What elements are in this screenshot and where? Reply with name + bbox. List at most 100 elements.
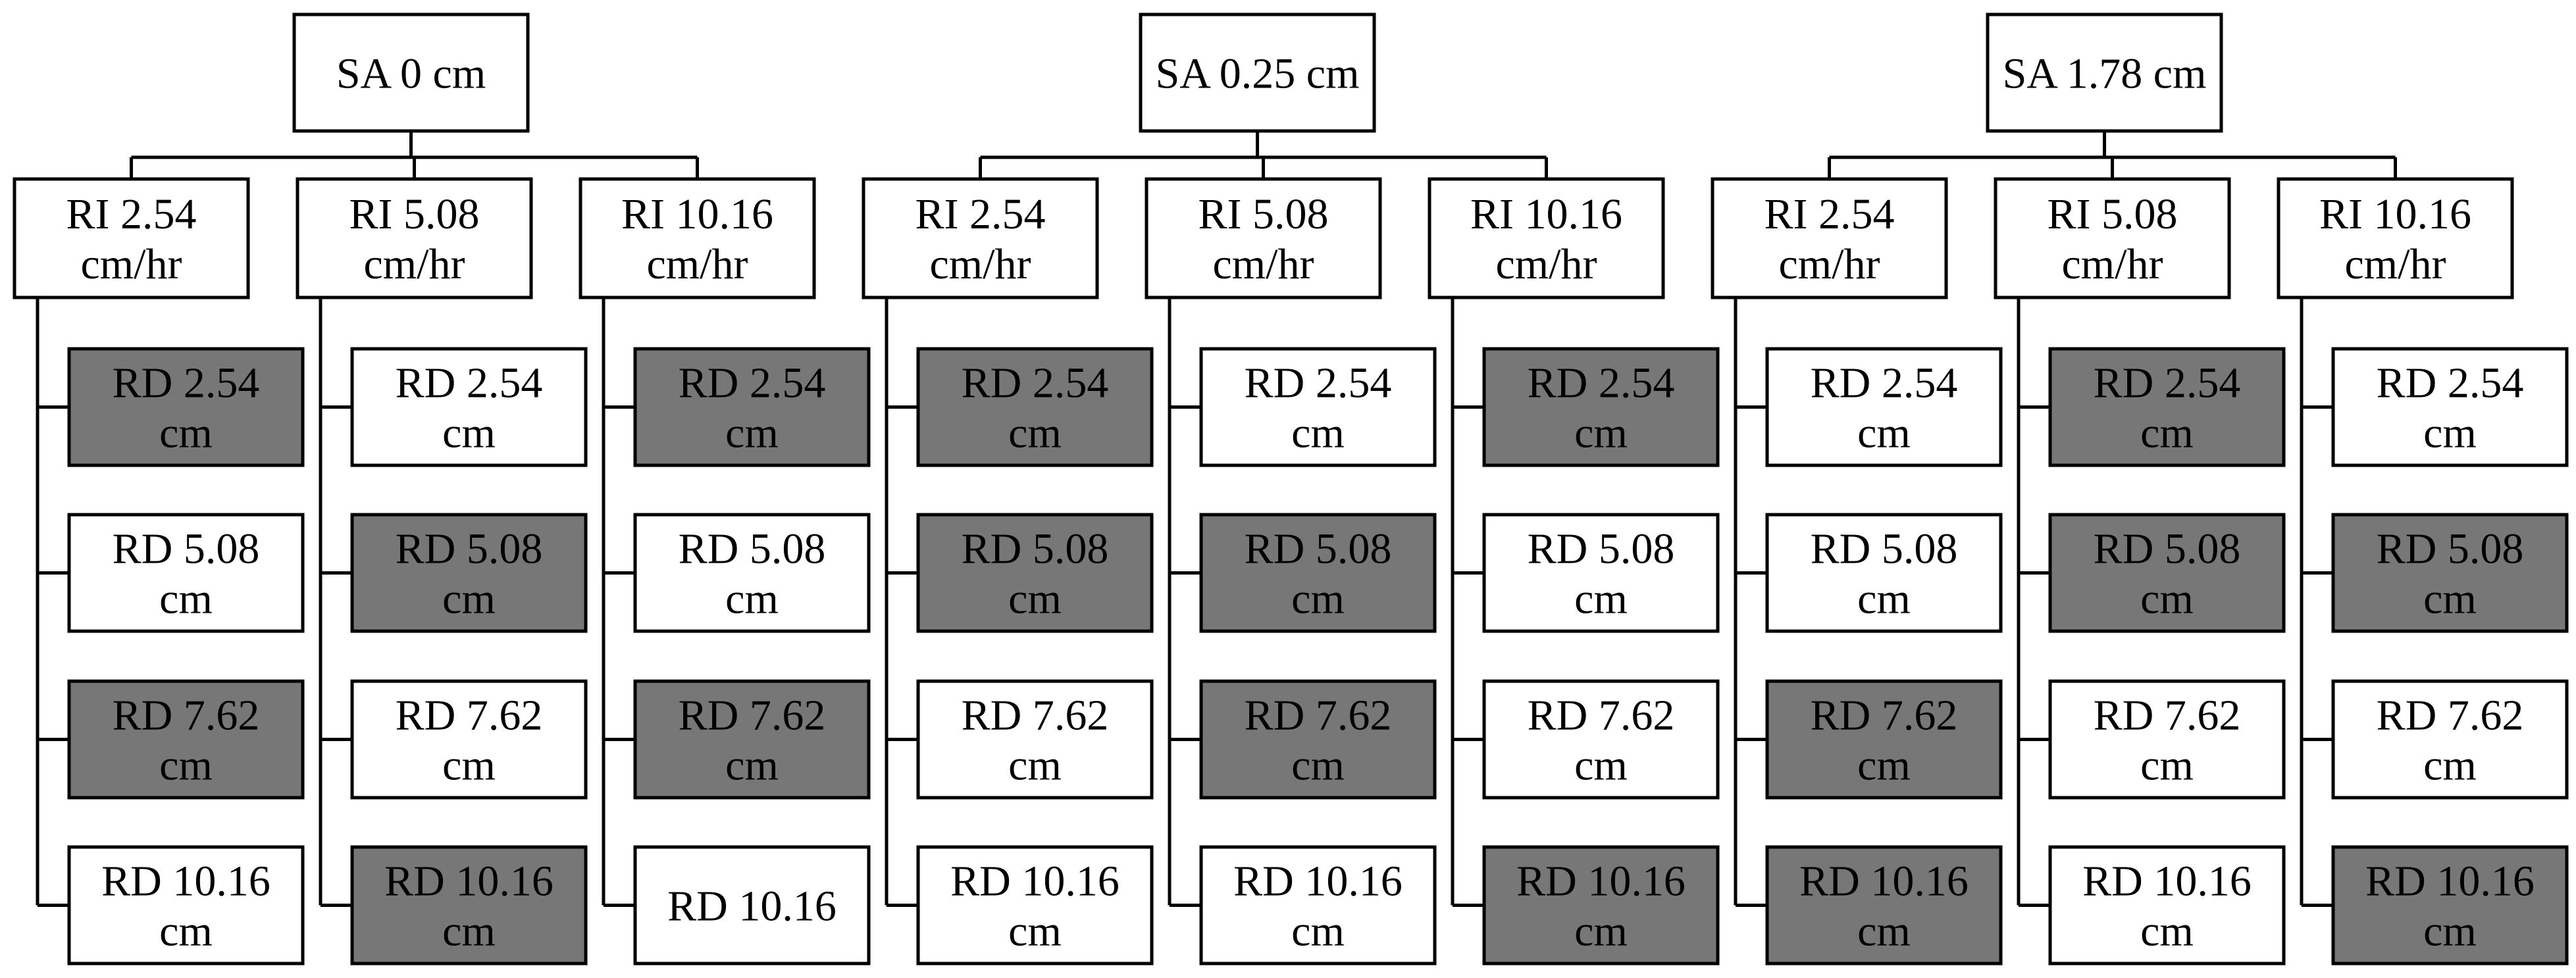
group-2-ri-node-2-rd-node-1-box xyxy=(1199,347,1437,467)
group-3-ri-node-3-label-line: RI 10.16 xyxy=(2319,190,2471,238)
group-2-ri-node-2-label-line: RI 5.08 xyxy=(1198,190,1329,238)
group-2-ri-node-2-rd-node-2-label-line: cm xyxy=(1291,575,1345,623)
group-1-ri-node-3-rd-node-1-box xyxy=(633,347,871,467)
group-3-ri-node-2-box xyxy=(1994,177,2231,299)
group-3-ri-node-2-rd-node-2-label-line: cm xyxy=(2140,575,2194,623)
group-1-ri-node-1-rd-node-3-label-line: cm xyxy=(159,742,213,790)
group-1-ri-node-2-rd-node-2-label-line: cm xyxy=(442,575,496,623)
group-1-ri-node-2-rd-node-3-box xyxy=(350,679,588,800)
group-3-ri-node-1-rd-node-1-box xyxy=(1765,347,2003,467)
group-3-ri-node-1-rd-node-1-label-line: cm xyxy=(1857,409,1911,457)
group-3-sa-node-label-line: SA 1.78 cm xyxy=(2003,50,2207,98)
group-1-sa-node-box xyxy=(292,13,530,133)
group-3-ri-node-1-rd-node-4-label-line: cm xyxy=(1857,908,1911,956)
group-3-ri-node-3-rd-node-3-box xyxy=(2331,679,2569,800)
group-3-ri-node-3-rd-node-4-label-line: cm xyxy=(2423,908,2477,956)
group-1-ri-node-3-label-line: RI 10.16 xyxy=(621,190,773,238)
group-1-ri-node-1-rd-node-1-label-line: RD 2.54 xyxy=(113,359,260,407)
group-3-ri-node-3-label-line: cm/hr xyxy=(2345,240,2446,288)
group-3-ri-node-2-rd-node-4-box xyxy=(2048,845,2286,965)
group-3-ri-node-3-rd-node-1-box xyxy=(2331,347,2569,467)
group-3-ri-node-3-rd-node-2-label-line: RD 5.08 xyxy=(2377,525,2524,573)
group-2-ri-node-1-label-line: cm/hr xyxy=(930,240,1031,288)
group-3-ri-node-3-rd-node-1-label-line: RD 2.54 xyxy=(2377,359,2524,407)
group-1-ri-node-3-rd-node-2-label-line: RD 5.08 xyxy=(679,525,826,573)
group-1-ri-node-3-rd-node-1-label-line: cm xyxy=(725,409,779,457)
group-3-ri-node-3-rd-node-3-label-line: cm xyxy=(2423,742,2477,790)
group-3-ri-node-3-rd-node-1-label-line: cm xyxy=(2423,409,2477,457)
group-2-ri-node-1-rd-node-3-label-line: cm xyxy=(1008,742,1062,790)
group-3-ri-node-2-label-line: RI 5.08 xyxy=(2048,190,2178,238)
group-3-ri-node-1-box xyxy=(1711,177,1948,299)
group-2-ri-node-3-rd-node-3-label-line: RD 7.62 xyxy=(1528,692,1675,740)
group-3-ri-node-2-rd-node-4-label-line: RD 10.16 xyxy=(2082,858,2252,906)
group-1-ri-node-3-label-line: cm/hr xyxy=(647,240,748,288)
group-2-ri-node-3-rd-node-1-label-line: cm xyxy=(1574,409,1628,457)
group-2-ri-node-2-label-line: cm/hr xyxy=(1213,240,1314,288)
group-1-ri-node-3-rd-node-3-label-line: RD 7.62 xyxy=(679,692,826,740)
group-1-sa-node-label-line: SA 0 cm xyxy=(336,50,486,98)
group-2-ri-node-2-rd-node-1-label-line: RD 2.54 xyxy=(1245,359,1392,407)
group-3-ri-node-2-rd-node-3-box xyxy=(2048,679,2286,800)
group-2-ri-node-2-rd-node-3-box xyxy=(1199,679,1437,800)
group-2-sa-node: SA 0.25 cm xyxy=(1139,13,1376,133)
group-1-ri-node-3-rd-node-4-box xyxy=(633,845,871,965)
group-3-ri-node-3-rd-node-4-box xyxy=(2331,845,2569,965)
group-2-ri-node-3-label-line: RI 10.16 xyxy=(1470,190,1622,238)
group-1-ri-node-3-rd-node-4-label-line: RD 10.16 xyxy=(667,883,837,931)
group-3-sa-node: SA 1.78 cm xyxy=(1986,13,2223,133)
group-1-ri-node-3-rd-node-2-box xyxy=(633,513,871,633)
group-3-ri-node-1-rd-node-2-label-line: cm xyxy=(1857,575,1911,623)
group-1-ri-node-1-rd-node-2-label-line: RD 5.08 xyxy=(113,525,260,573)
group-1-ri-node-2-rd-node-4-label-line: cm xyxy=(442,908,496,956)
group-2-ri-node-2-box xyxy=(1145,177,1382,299)
group-3-ri-node-2-label-line: cm/hr xyxy=(2062,240,2163,288)
group-2-ri-node-1-rd-node-2-label-line: cm xyxy=(1008,575,1062,623)
group-2-ri-node-2-rd-node-1-label-line: cm xyxy=(1291,409,1345,457)
group-3-sa-node-box xyxy=(1986,13,2223,133)
group-1-ri-node-1-rd-node-1-box xyxy=(67,347,305,467)
group-1-ri-node-1-label-line: RI 2.54 xyxy=(66,190,197,238)
group-2-ri-node-3-rd-node-1-box xyxy=(1482,347,1720,467)
group-3-ri-node-1-rd-node-3-box xyxy=(1765,679,2003,800)
group-3-ri-node-1-rd-node-2-box xyxy=(1765,513,2003,633)
group-1-ri-node-1-rd-node-3-label-line: RD 7.62 xyxy=(113,692,260,740)
group-3-ri-node-1-rd-node-4-box xyxy=(1765,845,2003,965)
group-3-ri-node-2-rd-node-1-box xyxy=(2048,347,2286,467)
group-2-ri-node-2-rd-node-2-box xyxy=(1199,513,1437,633)
group-1-ri-node-1-rd-node-4-label-line: RD 10.16 xyxy=(101,858,270,906)
group-1-ri-node-3-rd-node-4: RD 10.16 xyxy=(633,845,871,965)
group-1-ri-node-2-rd-node-1-label-line: cm xyxy=(442,409,496,457)
group-1-ri-node-3-rd-node-2-label-line: cm xyxy=(725,575,779,623)
group-1-ri-node-3-rd-node-3-label-line: cm xyxy=(725,742,779,790)
group-1-ri-node-1-box xyxy=(13,177,250,299)
group-3-ri-node-2-rd-node-3-label-line: RD 7.62 xyxy=(2094,692,2241,740)
group-3-ri-node-1-rd-node-1-label-line: RD 2.54 xyxy=(1811,359,1958,407)
group-1-ri-node-1-rd-node-1-label-line: cm xyxy=(159,409,213,457)
group-3-ri-node-3-rd-node-4-label-line: RD 10.16 xyxy=(2365,858,2535,906)
group-2-ri-node-3-rd-node-3-box xyxy=(1482,679,1720,800)
